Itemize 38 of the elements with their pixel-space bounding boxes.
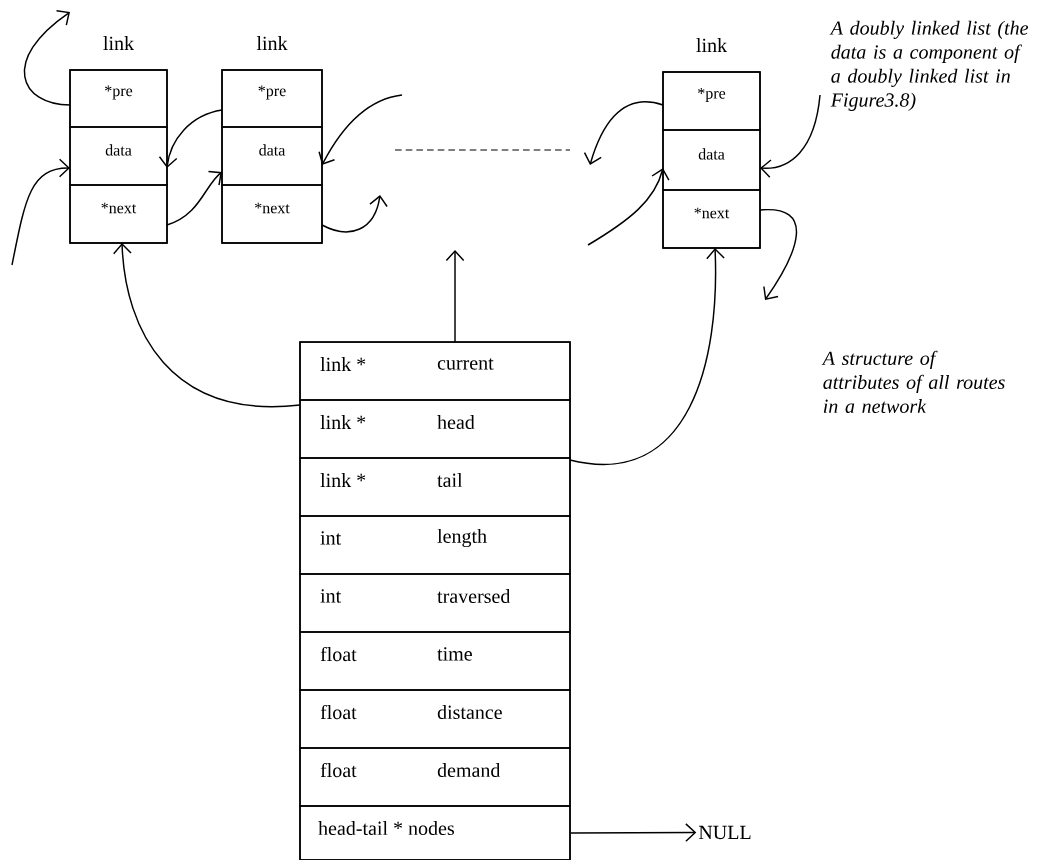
field-cell: data: [662, 129, 761, 191]
note-text: A structure of attributes of all routes in a network: [821, 350, 1005, 414]
field-cell: *pre: [221, 69, 323, 128]
arrow: [570, 823, 697, 842]
arrow: [24, 10, 71, 106]
arrow: [321, 195, 388, 233]
arrow: [587, 168, 670, 246]
arrow: [583, 101, 664, 165]
node-label: link: [103, 36, 135, 50]
field-cell: data: [221, 126, 323, 186]
struct-row: head-tail * nodes: [299, 805, 571, 860]
field-cell: data: [69, 126, 168, 186]
field-cell: *next: [69, 184, 168, 244]
struct-row: link * current: [299, 341, 571, 401]
field-cell: *next: [221, 184, 323, 244]
arrow: [166, 170, 222, 226]
arrow: [569, 248, 725, 465]
arrow: [760, 94, 821, 179]
arrow: [318, 94, 403, 165]
node-label: link: [256, 36, 288, 50]
struct-row: link * head: [299, 399, 571, 459]
field-cell: *pre: [69, 69, 168, 128]
arrow: [158, 109, 223, 168]
null-text: NULL: [698, 825, 751, 840]
struct-row: float time: [299, 631, 571, 691]
node-label: link: [696, 38, 728, 52]
struct-row: int traversed: [299, 573, 571, 633]
struct-row: float demand: [299, 747, 571, 807]
struct-row: int length: [299, 515, 571, 575]
note-text: A doubly linked list (the data is a component of a doubly linked list in Figure3.8): [829, 20, 1029, 111]
struct-row: float distance: [299, 689, 571, 749]
struct-row: link * tail: [299, 457, 571, 517]
arrow: [759, 209, 798, 300]
field-cell: *pre: [662, 71, 761, 131]
field-cell: *next: [662, 189, 761, 249]
arrow: [112, 243, 301, 408]
arrow: [445, 250, 465, 343]
arrow: [11, 158, 70, 266]
